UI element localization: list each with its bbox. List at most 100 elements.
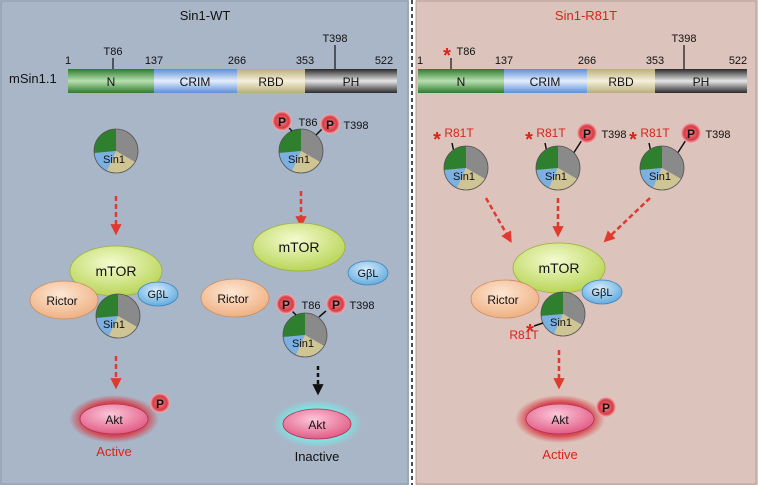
position-137: 137 — [145, 55, 163, 67]
sin1-bond — [533, 322, 544, 327]
status-active: Active — [542, 447, 577, 462]
r81t-label: R81T — [536, 126, 566, 140]
phospho-badge — [577, 123, 597, 143]
mtor-label: mTOR — [279, 239, 320, 255]
sin1-label: Sin1 — [545, 171, 567, 183]
domain-n-label: N — [457, 75, 466, 89]
domain-rbd — [587, 69, 655, 93]
phospho-badge — [276, 294, 296, 314]
right-domain-bar: N CRIM RBD PH 1 137 266 353 522 * T86 T3… — [417, 33, 747, 93]
phospho-label: P — [326, 118, 334, 132]
domain-rbd — [237, 69, 305, 93]
t398-label: T398 — [343, 120, 368, 132]
domain-crim — [504, 69, 587, 93]
protein-label: mSin1.1 — [9, 71, 57, 86]
mtor-protein — [252, 222, 346, 272]
akt-label: Akt — [308, 418, 326, 432]
akt-protein — [79, 403, 149, 435]
domain-rbd-label: RBD — [608, 75, 634, 89]
r81t-label: R81T — [640, 126, 670, 140]
mutation-star: * — [526, 321, 534, 343]
phospho-label: P — [687, 127, 695, 141]
phospho-badge — [320, 114, 340, 134]
position-353: 353 — [296, 55, 314, 67]
gbl-protein — [137, 281, 179, 307]
sin1-protein — [282, 312, 328, 358]
position-1: 1 — [65, 55, 71, 67]
domain-crim — [154, 69, 237, 93]
rictor-protein — [200, 278, 270, 318]
sin1-label: Sin1 — [453, 171, 475, 183]
sin1-bond — [572, 139, 583, 155]
gbl-label: GβL — [357, 268, 378, 280]
phospho-badge — [596, 397, 616, 417]
position-137: 137 — [495, 55, 513, 67]
position-522: 522 — [729, 55, 747, 67]
phospho-badge — [272, 111, 292, 131]
rictor-label: Rictor — [487, 293, 518, 307]
phospho-label: P — [278, 115, 286, 129]
position-353: 353 — [646, 55, 664, 67]
phospho-badge — [681, 123, 701, 143]
mtor-label: mTOR — [539, 260, 580, 276]
t86-label: T86 — [299, 117, 318, 129]
left-domain-bar: mSin1.1 N CRIM RBD PH 1 137 266 353 522 … — [9, 33, 397, 93]
sin1-bond — [315, 128, 323, 136]
rictor-label: Rictor — [46, 294, 77, 308]
domain-ph — [305, 69, 397, 93]
phospho-label: P — [156, 397, 164, 411]
right-panel-title: Sin1-R81T — [555, 8, 617, 23]
domain-n-label: N — [107, 75, 116, 89]
sin1-protein — [93, 128, 139, 174]
akt-label: Akt — [551, 413, 569, 427]
sin1-label: Sin1 — [103, 319, 125, 331]
gbl-label: GβL — [591, 287, 612, 299]
mutation-star: * — [433, 129, 441, 151]
site-t398-label: T398 — [322, 33, 347, 45]
wt-active-pathway: Sin1 mTOR Rictor GβL Sin1 Akt P Active — [29, 128, 179, 459]
phospho-label: P — [332, 298, 340, 312]
sin1-protein — [95, 293, 141, 339]
status-inactive: Inactive — [295, 449, 340, 464]
position-266: 266 — [228, 55, 246, 67]
sin1-protein — [535, 145, 581, 191]
sin1-bond — [318, 310, 327, 318]
rictor-protein — [29, 280, 99, 320]
mtor-label: mTOR — [96, 263, 137, 279]
t398-label: T398 — [349, 300, 374, 312]
mutation-star: * — [443, 45, 451, 67]
wt-inactive-pathway: Sin1 P T86 P T398 mTOR GβL Rictor Sin1 P… — [200, 111, 389, 464]
phospho-badge — [150, 393, 170, 413]
r81t-label: R81T — [444, 126, 474, 140]
site-t86-label: T86 — [104, 46, 123, 58]
t398-label: T398 — [601, 129, 626, 141]
t86-label: T86 — [302, 300, 321, 312]
arrow — [484, 197, 512, 243]
gbl-protein — [581, 279, 623, 305]
gbl-label: GβL — [147, 289, 168, 301]
domain-ph — [655, 69, 747, 93]
gbl-protein — [347, 260, 389, 286]
right-panel-border — [415, 0, 757, 485]
sin1-label: Sin1 — [649, 171, 671, 183]
phospho-label: P — [282, 298, 290, 312]
akt-label: Akt — [105, 413, 123, 427]
rictor-label: Rictor — [217, 292, 248, 306]
mutation-star: * — [525, 129, 533, 151]
phospho-label: P — [583, 127, 591, 141]
domain-crim-label: CRIM — [530, 75, 561, 89]
r81t-label: R81T — [509, 328, 539, 342]
domain-n — [68, 69, 154, 93]
mutation-star: * — [629, 129, 637, 151]
akt-protein — [525, 403, 595, 435]
domain-rbd-label: RBD — [258, 75, 284, 89]
rictor-protein — [470, 279, 540, 319]
domain-ph-label: PH — [343, 75, 360, 89]
position-522: 522 — [375, 55, 393, 67]
sin1-label: Sin1 — [292, 338, 314, 350]
arrow — [603, 197, 651, 243]
status-active: Active — [96, 444, 131, 459]
sin1-label: Sin1 — [288, 154, 310, 166]
position-266: 266 — [578, 55, 596, 67]
